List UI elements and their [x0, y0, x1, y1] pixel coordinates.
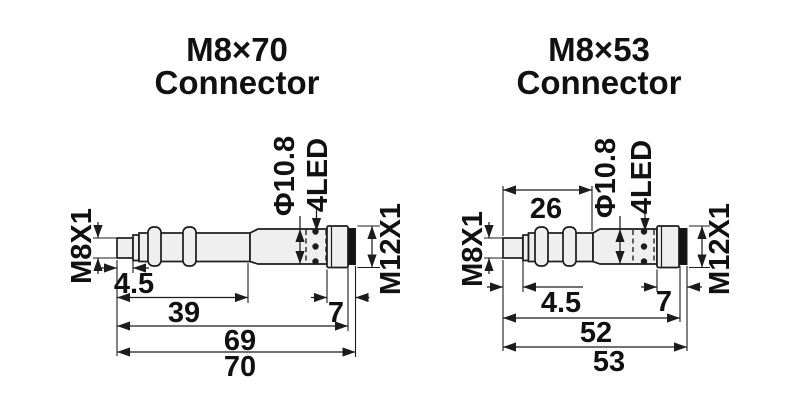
connector-lock-ring — [678, 228, 688, 265]
led-dot — [312, 258, 319, 265]
leader-arrowhead — [311, 218, 322, 231]
dim-tip-length: 4.5 — [541, 287, 581, 319]
dim-arrowhead — [687, 282, 700, 292]
dim-barrel-length: 39 — [168, 297, 200, 329]
label-sensor-thread: M8X1 — [66, 208, 98, 284]
label-housing-diameter: Φ10.8 — [590, 138, 622, 218]
dim-arrowhead — [235, 292, 248, 303]
dim-arrowhead — [93, 225, 103, 238]
dim-arrowhead — [367, 226, 377, 239]
dim-arrowhead — [697, 254, 707, 268]
led-dot — [312, 243, 319, 250]
dim-arrowhead — [644, 282, 657, 292]
dim-arrowhead — [523, 282, 536, 292]
sensor-tip — [116, 237, 134, 259]
label-led: 4LED — [626, 140, 658, 214]
dim-overall-length: 70 — [224, 351, 256, 383]
sensor-housing — [592, 228, 658, 265]
dim-arrowhead — [93, 258, 103, 271]
dim-arrowhead — [579, 185, 592, 195]
dim-overall-length: 53 — [593, 346, 625, 378]
dim-arrowhead — [355, 292, 369, 303]
dim-arrowhead — [615, 229, 625, 242]
dim-arrowhead — [503, 342, 516, 352]
dim-arrowhead — [295, 251, 305, 264]
dim-arrowhead — [295, 229, 305, 242]
connector-lock-ring — [347, 228, 356, 265]
mounting-nut — [147, 226, 162, 267]
leader-arrowhead — [640, 218, 650, 231]
dim-arrowhead — [117, 292, 130, 303]
dim-length-to-ring: 52 — [580, 317, 612, 349]
dim-arrowhead — [503, 185, 516, 195]
dim-arrowhead — [133, 263, 146, 273]
dim-arrowhead — [484, 225, 494, 238]
drawing-title-model: M8×53 — [548, 31, 650, 68]
dim-arrowhead — [503, 313, 516, 323]
label-led: 4LED — [302, 138, 334, 212]
dim-connector-length: 7 — [656, 286, 672, 318]
dim-arrowhead — [117, 347, 130, 357]
dim-thread-length: 26 — [530, 193, 562, 225]
led-dot — [640, 243, 648, 250]
drawing-title-type: Connector — [155, 64, 320, 101]
dim-arrowhead — [342, 347, 356, 357]
mounting-nut — [534, 226, 549, 267]
led-dot — [640, 258, 648, 265]
label-housing-diameter: Φ10.8 — [269, 136, 301, 216]
dim-arrowhead — [335, 321, 348, 331]
connector-body — [326, 225, 349, 269]
dim-arrowhead — [490, 282, 503, 292]
drawing-title-type: Connector — [517, 64, 682, 101]
dim-arrowhead — [484, 258, 494, 271]
dim-arrowhead — [615, 251, 625, 264]
dim-arrowhead — [667, 313, 680, 323]
sensor-step — [132, 234, 140, 262]
dim-tip-length: 4.5 — [114, 268, 154, 300]
connector-body — [656, 225, 680, 269]
led-dot — [640, 228, 648, 235]
led-dot — [312, 228, 319, 235]
dim-connector-length: 7 — [328, 297, 344, 329]
mounting-nut — [562, 226, 577, 267]
dim-arrowhead — [314, 292, 327, 303]
label-connector-thread: M12X1 — [704, 203, 736, 295]
dim-arrowhead — [367, 254, 377, 268]
dim-arrowhead — [104, 263, 117, 273]
dim-arrowhead — [117, 321, 130, 331]
mounting-nut — [182, 226, 197, 267]
label-connector-thread: M12X1 — [375, 203, 407, 295]
label-sensor-thread: M8X1 — [457, 211, 489, 287]
dim-arrowhead — [697, 226, 707, 239]
drawing-title-model: M8×70 — [186, 31, 288, 68]
sensor-tip — [502, 237, 524, 259]
dim-arrowhead — [674, 342, 687, 352]
